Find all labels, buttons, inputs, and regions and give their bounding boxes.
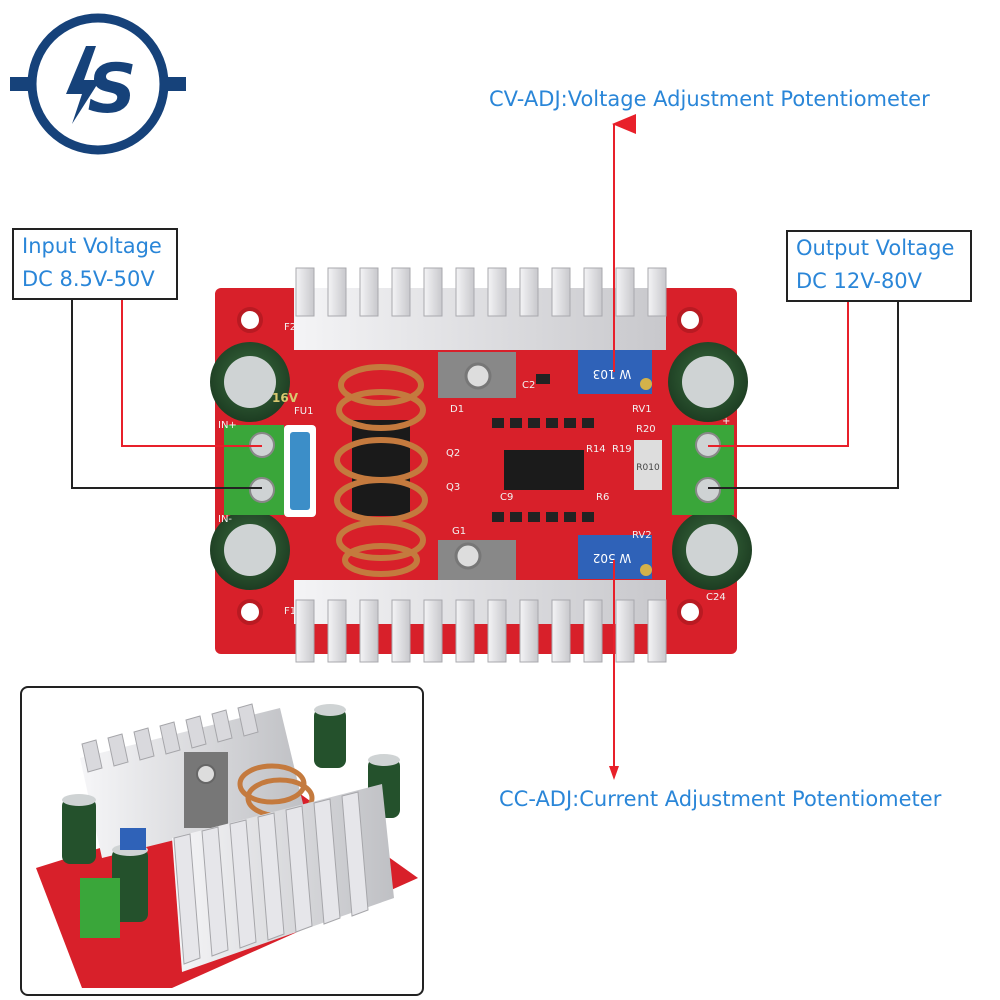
cc-arrowhead bbox=[609, 766, 619, 780]
silk-c24: C24 bbox=[706, 592, 726, 603]
control-ic bbox=[504, 450, 584, 490]
inset-terminal bbox=[80, 878, 120, 938]
inset-illustration bbox=[36, 703, 418, 988]
shunt-resistor bbox=[634, 440, 662, 490]
fuse bbox=[284, 425, 316, 517]
toroid-inductor bbox=[334, 364, 428, 577]
capacitor-top-left bbox=[210, 342, 290, 422]
input-positive-leader bbox=[121, 300, 262, 447]
bottom-heatsink bbox=[294, 580, 667, 663]
mosfet-bottom bbox=[438, 540, 516, 580]
inset-back-fins bbox=[81, 703, 259, 773]
silk-q3: Q3 bbox=[446, 482, 460, 493]
output-positive-leader bbox=[708, 302, 849, 447]
silk-d1: D1 bbox=[450, 404, 464, 415]
inset-cv-potentiometer bbox=[120, 828, 146, 850]
silk-rv1: RV1 bbox=[632, 404, 652, 415]
silk-r20: R20 bbox=[636, 424, 656, 435]
silk-r6: R6 bbox=[596, 492, 609, 503]
pot-top-marking: W 103 bbox=[593, 367, 632, 381]
board-diagram: R010 16V W 103 W 502 bbox=[71, 114, 899, 663]
capacitor-bottom-left bbox=[210, 510, 290, 590]
silk-q2: Q2 bbox=[446, 448, 460, 459]
cc-potentiometer: W 502 bbox=[578, 535, 652, 579]
silk-in-minus: IN- bbox=[218, 514, 232, 525]
inset-front-fins bbox=[173, 791, 369, 965]
capacitor-bottom-right bbox=[672, 510, 752, 590]
silk-rv2: RV2 bbox=[632, 530, 652, 541]
capacitor-top-right bbox=[668, 342, 748, 422]
output-negative-leader bbox=[708, 302, 899, 489]
silk-c2: C2 bbox=[522, 380, 535, 391]
silk-f2: F2 bbox=[284, 322, 296, 333]
silk-out-plus: + bbox=[722, 416, 730, 427]
input-voltage-range: DC 8.5V-50V bbox=[22, 267, 155, 291]
inset-heatsink-front bbox=[172, 784, 394, 972]
inset-screw-icon bbox=[196, 764, 216, 784]
logo-letter: S bbox=[88, 50, 137, 129]
silk-r010: R010 bbox=[636, 463, 660, 473]
output-voltage-range: DC 12V-80V bbox=[796, 269, 923, 293]
silk-r14: R14 bbox=[586, 444, 606, 455]
pot-bottom-marking: W 502 bbox=[593, 551, 632, 565]
silk-c9: C9 bbox=[500, 492, 513, 503]
output-voltage-title: Output Voltage bbox=[796, 236, 955, 260]
smd-resistors bbox=[492, 374, 594, 522]
cv-adj-label: CV-ADJ:Voltage Adjustment Potentiometer bbox=[489, 87, 930, 111]
silk-fu1: FU1 bbox=[294, 406, 313, 417]
silk-r19: R19 bbox=[612, 444, 632, 455]
top-heatsink bbox=[294, 267, 667, 350]
mounting-holes bbox=[237, 307, 703, 625]
silk-g1: G1 bbox=[452, 526, 466, 537]
input-negative-leader bbox=[71, 300, 262, 489]
silk-f1: F1 bbox=[284, 606, 296, 617]
cc-adj-label: CC-ADJ:Current Adjustment Potentiometer bbox=[499, 787, 942, 811]
cap-voltage-label: 16V bbox=[272, 391, 299, 405]
inset-product-view bbox=[20, 686, 424, 996]
mosfet-top bbox=[438, 352, 516, 398]
input-voltage-title: Input Voltage bbox=[22, 234, 162, 258]
silk-in-plus: IN+ bbox=[218, 420, 237, 431]
input-terminal bbox=[224, 425, 284, 515]
output-voltage-box: Output Voltage DC 12V-80V bbox=[786, 230, 972, 302]
inset-mosfet bbox=[184, 752, 228, 828]
lightning-bolt-icon bbox=[66, 46, 100, 124]
output-terminal bbox=[672, 425, 734, 515]
input-voltage-box: Input Voltage DC 8.5V-50V bbox=[12, 228, 178, 300]
brand-logo: S bbox=[10, 13, 186, 155]
